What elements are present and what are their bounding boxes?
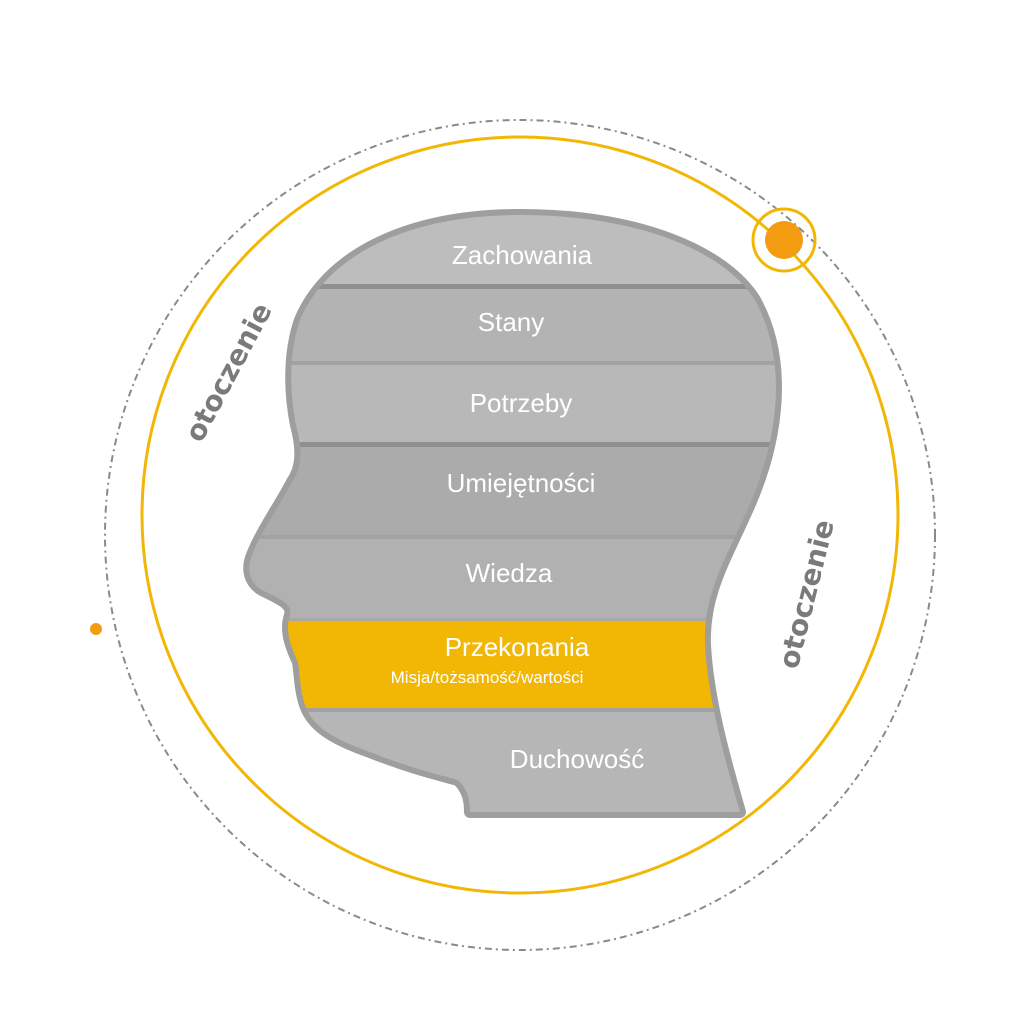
layer-band-wiedza (249, 537, 776, 620)
layer-band-przekonania (249, 620, 776, 710)
layer-label-zachowania: Zachowania (452, 240, 593, 270)
layer-band-umiejetnosci (249, 445, 776, 537)
band-separator (249, 361, 776, 365)
environment-label-left: otoczenie (178, 297, 279, 447)
band-separator (249, 442, 776, 447)
band-separator (249, 535, 776, 539)
layer-label-potrzeby: Potrzeby (470, 388, 573, 418)
layer-band-potrzeby (249, 363, 776, 445)
orbit-marker-dot (765, 221, 803, 259)
environment-dashed-ring (104, 119, 936, 951)
layer-label-wiedza: Wiedza (466, 558, 553, 588)
head-layers (249, 215, 776, 812)
environment-label-right: otoczenie (772, 516, 841, 672)
orbit-marker-ring (751, 207, 817, 273)
band-separator (249, 618, 776, 621)
layer-sublabel-przekonania: Misja/tożsamość/wartości (391, 668, 584, 687)
small-orbit-dot (90, 623, 102, 635)
layer-label-duchowosc: Duchowość (510, 744, 644, 774)
band-separator (249, 708, 776, 712)
layer-band-stany (249, 287, 776, 363)
environment-orbit-ring (140, 135, 900, 895)
band-separator (249, 284, 776, 289)
layer-label-stany: Stany (478, 307, 545, 337)
layer-label-umiejetnosci: Umiejętności (447, 468, 596, 498)
layer-label-przekonania: Przekonania (445, 632, 590, 662)
